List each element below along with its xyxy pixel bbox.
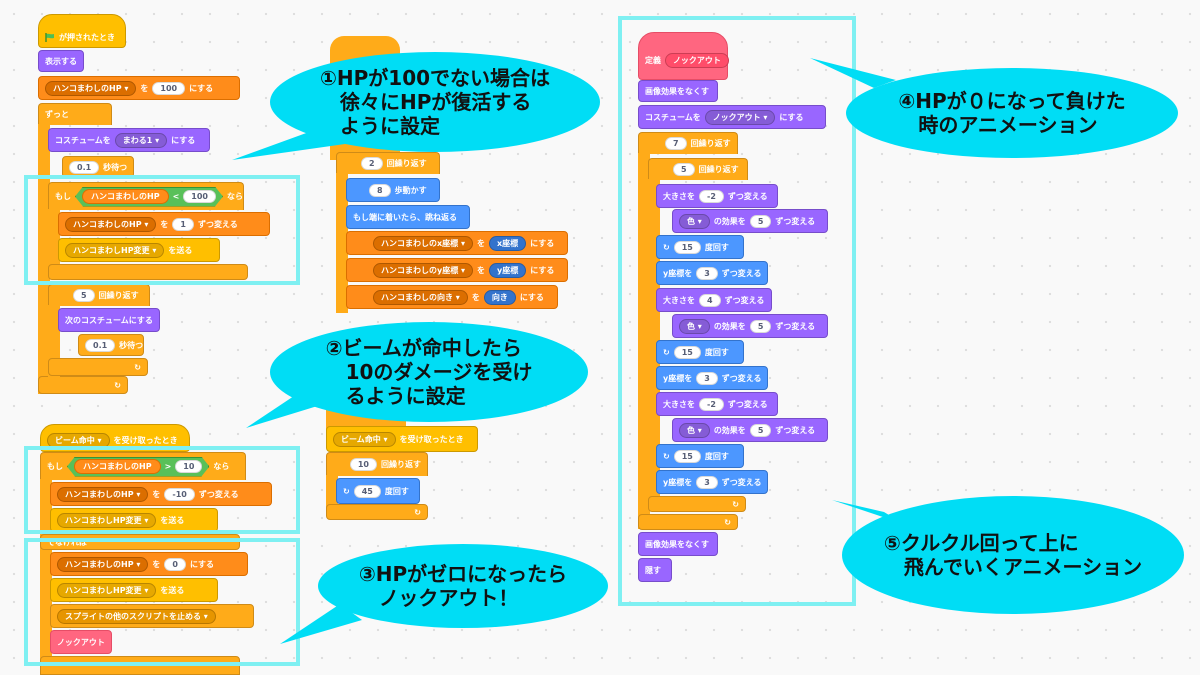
forever-arm [38, 124, 50, 394]
switch-costume-knockout-block[interactable]: コスチュームを ノックアウト ▾ にする [638, 105, 826, 129]
turn-block-2[interactable]: ↻ 15 度回す [656, 340, 744, 364]
rotate-right-icon: ↻ [663, 451, 670, 461]
loop-arrow-icon: ↻ [732, 499, 739, 509]
forever-block[interactable]: ずっと [38, 103, 112, 125]
change-size-block-3[interactable]: 大きさを -2 ずつ変える [656, 392, 778, 416]
hp-value-input[interactable]: 100 [152, 81, 186, 95]
highlight-box-4 [618, 16, 856, 606]
wait-seconds-input[interactable]: 0.1 [69, 160, 100, 174]
rotate-right-icon: ↻ [343, 486, 350, 496]
turn-block-1[interactable]: ↻ 15 度回す [656, 235, 744, 259]
turn-block-3[interactable]: ↻ 15 度回す [656, 444, 744, 468]
loop-arrow-icon: ↻ [414, 507, 421, 517]
if-else-block[interactable]: もし ハンコまわしのHP > 10 なら [40, 452, 246, 480]
set-y-block[interactable]: ハンコまわしのy座標 ▾ を y座標 にする [346, 258, 568, 282]
callout-5: ⑤クルクル回って上に 飛んでいくアニメーション [842, 496, 1184, 614]
switch-costume-block[interactable]: コスチュームを まわる1 ▾ にする [48, 128, 210, 152]
repeat-2-block[interactable]: 2 回繰り返す [336, 152, 440, 174]
hide-block[interactable]: 隠す [638, 558, 672, 582]
clear-effects-block[interactable]: 画像効果をなくす [638, 80, 718, 102]
set-direction-block[interactable]: ハンコまわしの向き ▾ を 向き にする [346, 285, 558, 309]
repeat-7-arm [638, 153, 650, 529]
wait-block-2[interactable]: 0.1 秒待つ [78, 334, 144, 356]
stop-other-scripts-block[interactable]: スプライトの他のスクリプトを止める ▾ [50, 604, 254, 628]
set-hp-block[interactable]: ハンコまわしのHP ▾ を 100 にする [38, 76, 240, 100]
if-end [48, 264, 248, 280]
repeat-10-end: ↻ [326, 504, 428, 520]
when-receive-hat-2[interactable]: ビーム命中 ▾ を受け取ったとき [326, 426, 478, 452]
broadcast-block-3[interactable]: ハンコまわしHP変更 ▾ を送る [50, 578, 218, 602]
change-size-block-2[interactable]: 大きさを 4 ずつ変える [656, 288, 772, 312]
show-block[interactable]: 表示する [38, 50, 84, 72]
set-hp-zero-block[interactable]: ハンコまわしのHP ▾ を 0 にする [50, 552, 248, 576]
rotate-right-icon: ↻ [663, 242, 670, 252]
repeat-5-block[interactable]: 5 回繰り返す [48, 284, 150, 306]
change-color-effect-block-3[interactable]: 色 ▾ の効果を 5 ずつ変える [672, 418, 828, 442]
repeat-5-block-right[interactable]: 5 回繰り返す [648, 158, 748, 180]
change-size-block-1[interactable]: 大きさを -2 ずつ変える [656, 184, 778, 208]
clear-effects-block-2[interactable]: 画像効果をなくす [638, 532, 718, 556]
rotate-right-icon: ↻ [663, 347, 670, 357]
change-y-block-1[interactable]: y座標を 3 ずつ変える [656, 261, 768, 285]
loop-arrow-icon: ↻ [134, 362, 141, 372]
bounce-block[interactable]: もし端に着いたら、跳ね返る [346, 205, 470, 229]
loop-arrow-icon: ↻ [114, 380, 121, 390]
greater-than-operator[interactable]: ハンコまわしのHP > 10 [67, 457, 209, 477]
if-arm [48, 209, 60, 279]
callout-3: ③HPがゼロになったら ノックアウト！ [318, 544, 608, 628]
turn-block[interactable]: ↻ 45 度回す [336, 478, 420, 504]
knockout-call-block[interactable]: ノックアウト [50, 630, 112, 654]
callout-1: ①HPが100でない場合は 徐々にHPが復活する ように設定 [270, 52, 600, 152]
repeat-7-end: ↻ [638, 514, 738, 530]
change-color-effect-block-1[interactable]: 色 ▾ の効果を 5 ずつ変える [672, 209, 828, 233]
if-hp-less-block[interactable]: もし ハンコまわしのHP < 100 なら [48, 182, 244, 210]
when-flag-clicked-hat[interactable]: が押されたとき [38, 14, 126, 48]
define-knockout-hat[interactable]: 定義 ノックアウト [638, 32, 729, 80]
hp-variable-dropdown[interactable]: ハンコまわしのHP ▾ [45, 80, 137, 96]
repeat-10-block[interactable]: 10 回繰り返す [326, 452, 428, 476]
broadcast-block-2[interactable]: ハンコまわしHP変更 ▾ を送る [50, 508, 218, 532]
broadcast-block[interactable]: ハンコまわしHP変更 ▾ を送る [58, 238, 220, 262]
loop-arrow-icon: ↻ [724, 517, 731, 527]
callout-2: ②ビームが命中したら 10のダメージを受け るように設定 [270, 322, 588, 422]
repeat-end: ↻ [48, 358, 148, 376]
forever-end: ↻ [38, 376, 128, 394]
change-hp-minus-block[interactable]: ハンコまわしのHP ▾ を -10 ずつ変える [50, 482, 272, 506]
change-color-effect-block-2[interactable]: 色 ▾ の効果を 5 ずつ変える [672, 314, 828, 338]
repeat-2-arm [336, 173, 348, 313]
highlight-box-3 [24, 538, 300, 666]
wait-block[interactable]: 0.1 秒待つ [62, 156, 134, 178]
move-steps-block[interactable]: 8 歩動かす [346, 178, 440, 202]
less-than-operator[interactable]: ハンコまわしのHP < 100 [75, 187, 223, 207]
highlight-box-1 [24, 175, 300, 285]
if-else-arm [40, 479, 52, 675]
next-costume-block[interactable]: 次のコスチュームにする [58, 308, 160, 332]
green-flag-icon [45, 32, 54, 42]
repeat-5-end-right: ↻ [648, 496, 746, 512]
set-x-block[interactable]: ハンコまわしのx座標 ▾ を x座標 にする [346, 231, 568, 255]
costume-dropdown[interactable]: まわる1 ▾ [114, 132, 168, 148]
callout-4: ④HPが０になって負けた 時のアニメーション [846, 68, 1178, 158]
repeat-7-block[interactable]: 7 回繰り返す [638, 132, 738, 154]
change-hp-block[interactable]: ハンコまわしのHP ▾ を 1 ずつ変える [58, 212, 270, 236]
change-y-block-2[interactable]: y座標を 3 ずつ変える [656, 366, 768, 390]
highlight-box-2 [24, 446, 300, 534]
change-y-block-3[interactable]: y座標を 3 ずつ変える [656, 470, 768, 494]
